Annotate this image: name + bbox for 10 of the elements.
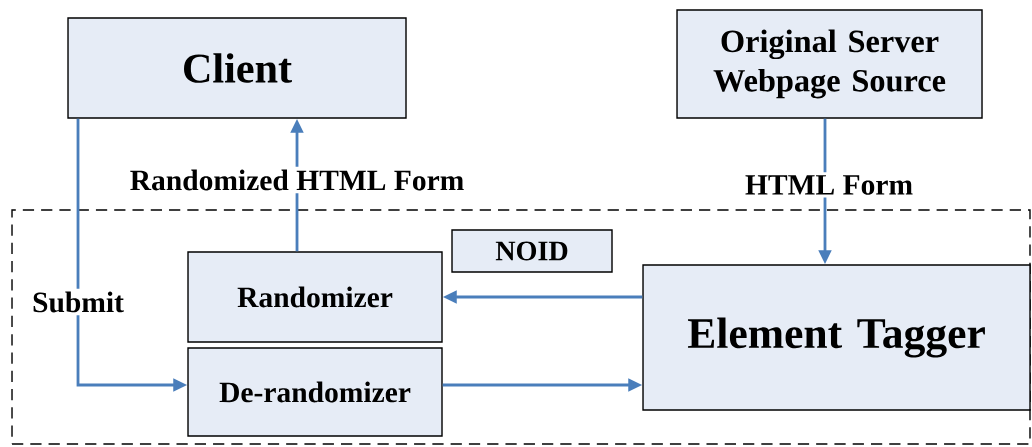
process-box: De-randomizer [187, 347, 443, 437]
edge-label: Randomized HTML Form [126, 166, 468, 194]
process-box: Randomizer [187, 251, 443, 343]
edge-label: Submit [29, 288, 127, 316]
client-box: Client [67, 17, 407, 119]
process-box: Element Tagger [642, 264, 1031, 411]
server-box: Original Server Webpage Source [676, 9, 983, 119]
label-box: NOID [451, 229, 613, 273]
dashed-region [11, 209, 1031, 445]
edge-label: HTML Form [742, 172, 916, 198]
